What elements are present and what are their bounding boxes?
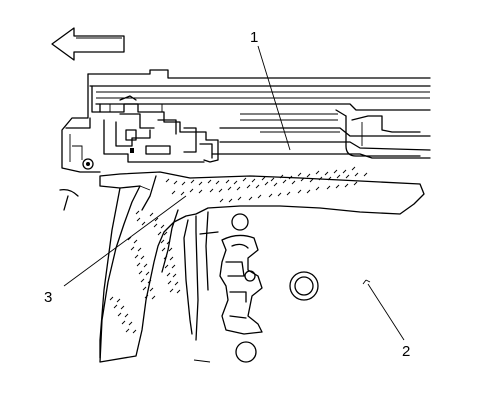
leader-lines bbox=[63, 45, 405, 341]
lower-panel-housing bbox=[59, 188, 319, 363]
arrow-left-icon bbox=[51, 27, 125, 61]
foam-insulator-pad bbox=[99, 166, 425, 363]
callout-3-label: 3 bbox=[44, 289, 52, 306]
callout-2-label: 2 bbox=[402, 343, 410, 360]
upper-module-assembly bbox=[61, 69, 431, 173]
callouts: 1 2 3 bbox=[44, 29, 410, 360]
callout-1-label: 1 bbox=[250, 29, 258, 46]
foam-texture bbox=[109, 166, 368, 334]
